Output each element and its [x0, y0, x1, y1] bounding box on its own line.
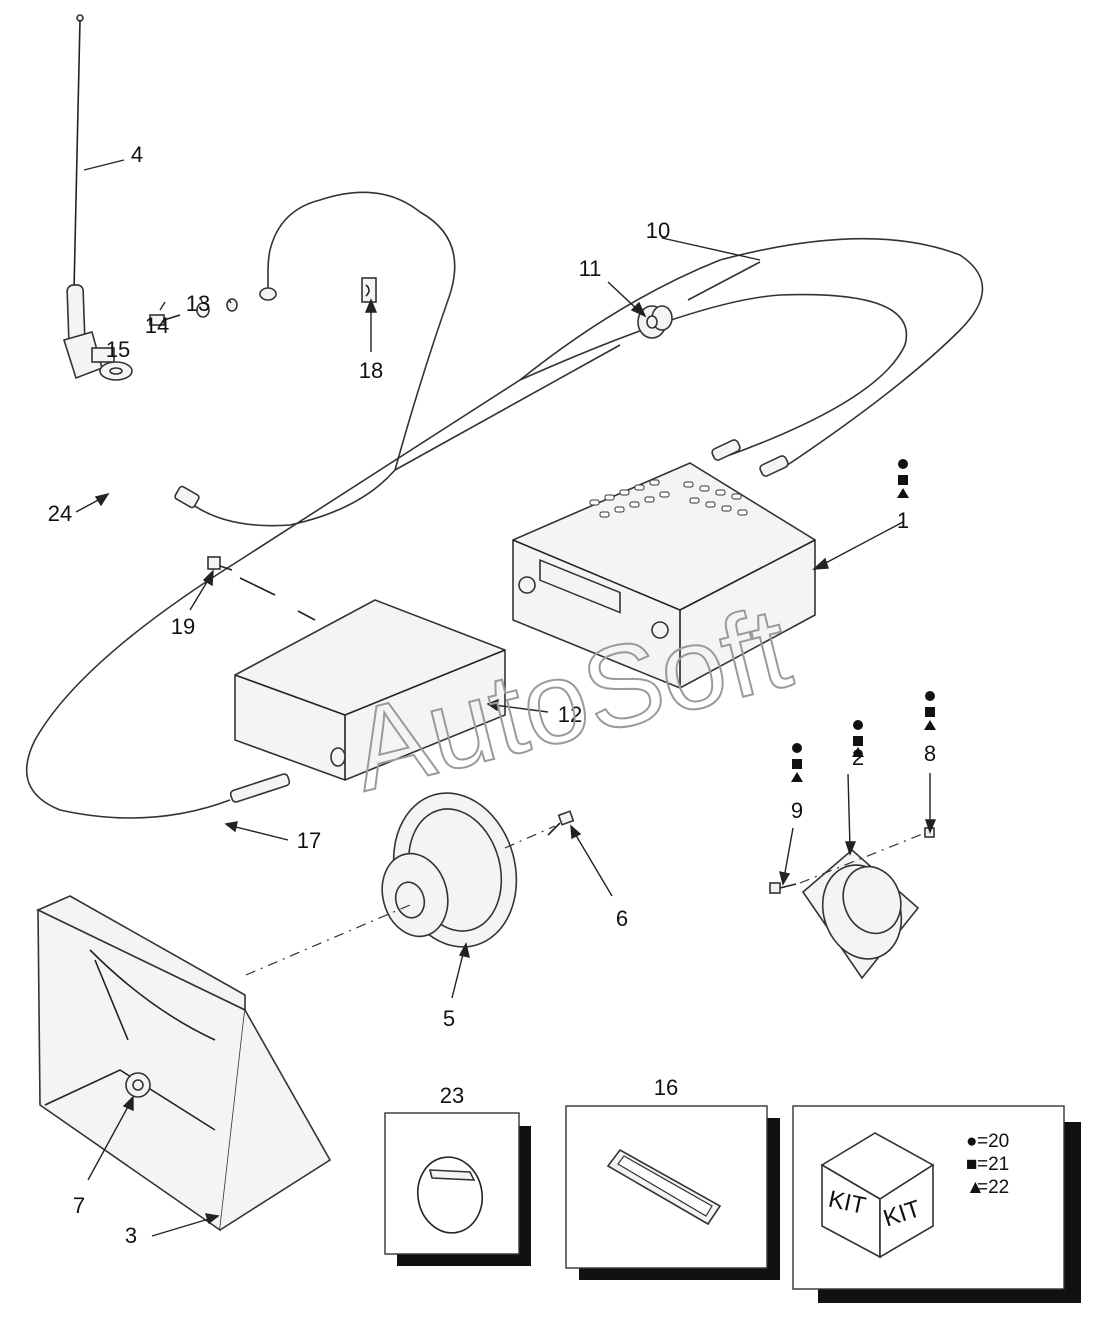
amplifier [234, 599, 506, 781]
callout-17: 17 [297, 828, 321, 853]
callout-9: 9 [791, 798, 803, 823]
callout-3: 3 [125, 1223, 137, 1248]
callout-23: 23 [440, 1083, 464, 1108]
ground-lug [259, 191, 456, 471]
tweeter-screw [769, 882, 797, 894]
cable-tie-box [384, 1112, 531, 1266]
antenna-mast [62, 14, 115, 380]
kit-symbols-2 [852, 720, 864, 757]
speaker-bracket [36, 895, 332, 1232]
kit-legend-symbol-22: ▲ [966, 1177, 985, 1198]
callout-14: 14 [145, 313, 169, 338]
kit-symbols-8 [924, 691, 936, 730]
bracket-nut [125, 1072, 151, 1098]
kit-legend-text-22: =22 [977, 1177, 1009, 1198]
radio-receiver [512, 462, 816, 689]
callout-4: 4 [131, 142, 143, 167]
kit-symbols-9 [791, 743, 803, 782]
kit-symbols-1 [897, 459, 909, 498]
callout-16: 16 [654, 1075, 678, 1100]
callout-2: 2 [852, 745, 864, 770]
antenna-extension-cable [25, 237, 984, 819]
kit-legend-text-20: =20 [977, 1131, 1009, 1152]
callout-18: 18 [359, 358, 383, 383]
callout-11: 11 [579, 256, 602, 281]
callout-24: 24 [48, 501, 72, 526]
kit-legend-text-21: =21 [977, 1154, 1009, 1175]
callout-12: 12 [558, 702, 582, 727]
callout-19: 19 [171, 614, 195, 639]
kit-legend-symbol-20: ● [966, 1131, 977, 1152]
tweeter-speaker [801, 848, 920, 980]
antenna-bolt [149, 314, 181, 326]
cable-grommet [637, 305, 673, 339]
antenna-cable [174, 344, 621, 527]
trim-plate-box [565, 1105, 780, 1280]
callout-10: 10 [646, 218, 670, 243]
callout-13: 13 [186, 291, 210, 316]
cable-clip [361, 277, 377, 303]
callout-6: 6 [616, 906, 628, 931]
antenna-lock-washer [226, 298, 238, 312]
kit-box [792, 1105, 1081, 1303]
woofer-speaker [381, 792, 518, 948]
callout-7: 7 [73, 1193, 85, 1218]
speaker-screw [547, 810, 575, 836]
callout-1: 1 [897, 508, 909, 533]
kit-legend-symbol-21: ■ [966, 1154, 977, 1175]
leader-lines [75, 159, 937, 1237]
mounting-screw [207, 556, 316, 621]
antenna-nut [99, 361, 133, 381]
callout-8: 8 [924, 741, 936, 766]
callout-15: 15 [106, 337, 130, 362]
callout-5: 5 [443, 1006, 455, 1031]
